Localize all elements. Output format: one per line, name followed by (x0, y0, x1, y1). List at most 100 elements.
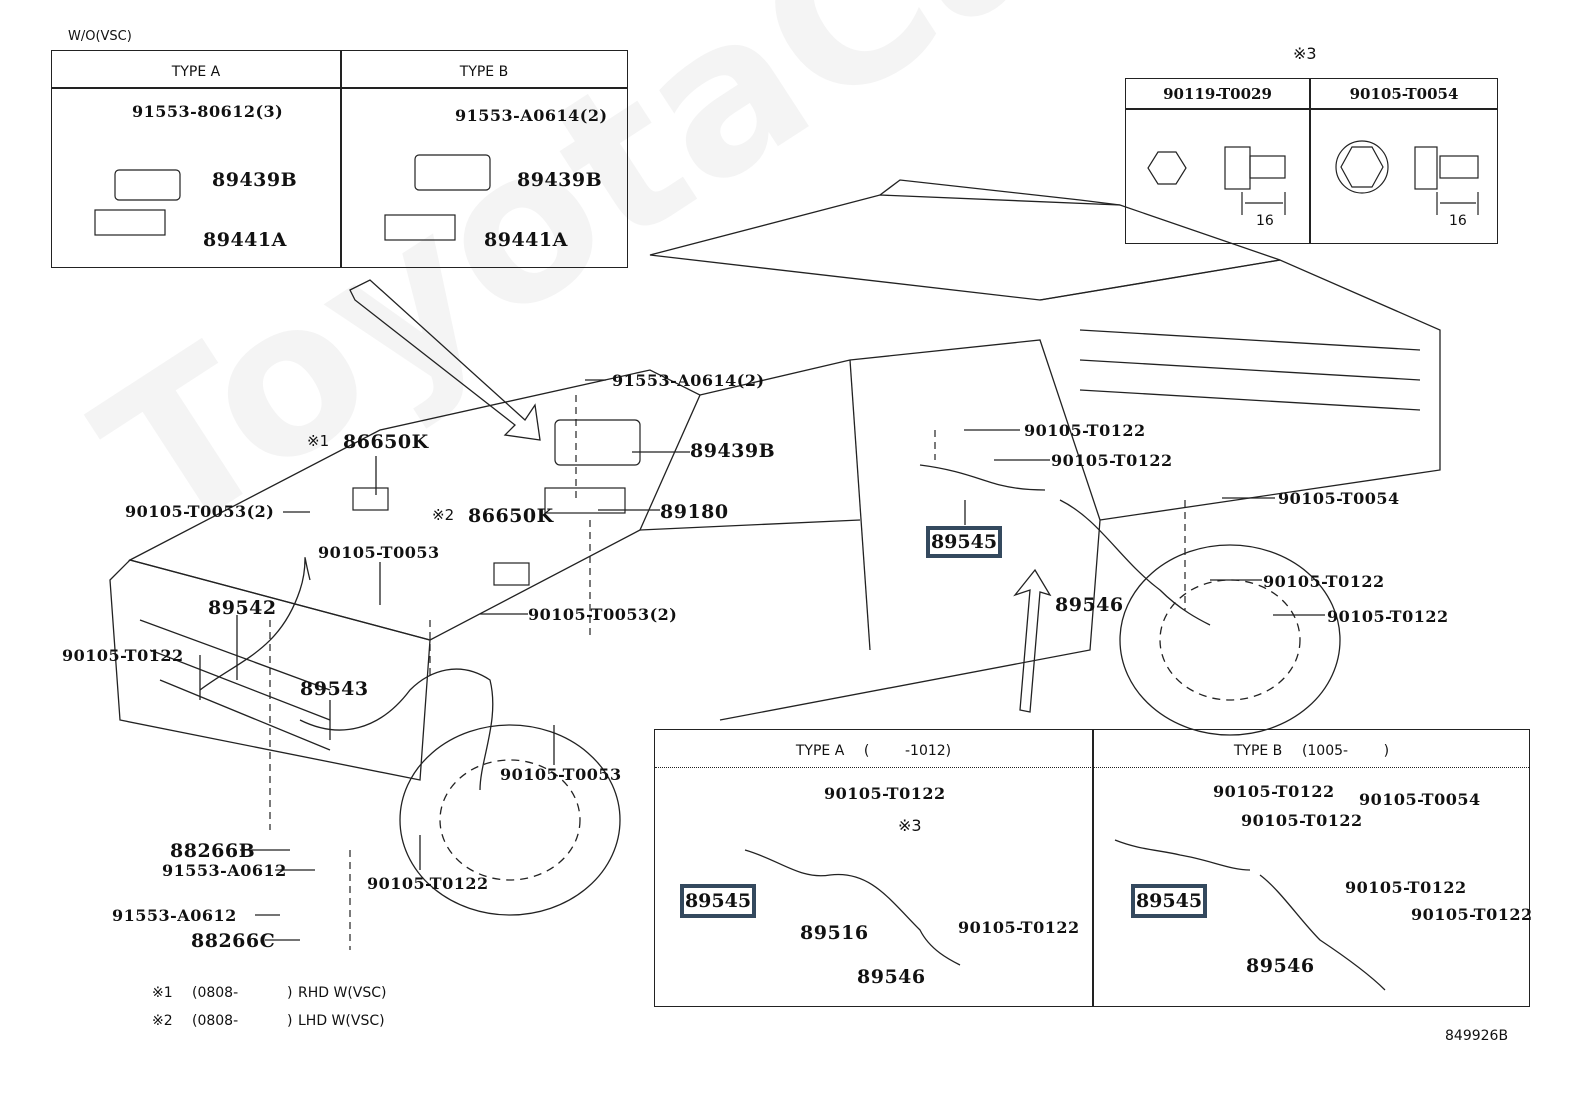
hex-flange-icon (1340, 146, 1384, 188)
fastener-panel: 90119-T0029 90105-T0054 16 16 (1125, 78, 1498, 244)
typea-cover (114, 169, 181, 201)
panel-header-rule (52, 87, 627, 89)
highlighted-part-89545[interactable]: 89545 (680, 884, 756, 918)
dashed-guides (269, 395, 1186, 950)
part-label[interactable]: 89441A (484, 229, 568, 251)
part-label[interactable]: 90105-T0122 (1024, 421, 1146, 440)
truck-cab-side (699, 339, 1101, 721)
fastener-length: 16 (1256, 213, 1274, 229)
fastener-note: ※3 (1293, 44, 1317, 63)
note-mark: ※1 (307, 432, 330, 450)
part-label[interactable]: 90105-T0122 (1241, 811, 1363, 830)
header-type: TYPE A (795, 743, 845, 759)
part-label[interactable]: 90105-T0122 (367, 874, 489, 893)
flange-washer-icon (1335, 140, 1389, 194)
highlighted-part-89545[interactable]: 89545 (1131, 884, 1207, 918)
harness-front-wire (199, 556, 311, 691)
typeb-wire1 (1114, 839, 1251, 871)
part-label[interactable]: 89542 (208, 597, 277, 619)
part-label[interactable]: 91553-80612(3) (132, 102, 284, 121)
part-label[interactable]: 91553-A0612 (162, 861, 287, 880)
note-text: LHD W(VSC) (298, 1013, 385, 1029)
bed-rails (1079, 329, 1421, 411)
part-label[interactable]: 90105-T0054 (1359, 790, 1481, 809)
part-label[interactable]: 89439B (690, 440, 776, 462)
part-label[interactable]: 89543 (300, 678, 369, 700)
rear-wheel (1119, 544, 1341, 736)
type-b-header: TYPE B (459, 64, 509, 80)
part-label[interactable]: 90105-T0122 (1051, 451, 1173, 470)
front-wheel (399, 724, 621, 916)
part-label[interactable]: 89180 (660, 501, 729, 523)
truck-roof (649, 194, 1281, 301)
part-label[interactable]: 86650K (468, 505, 554, 527)
panel-header-rule (1126, 108, 1497, 110)
part-label[interactable]: 90105-T0122 (1213, 782, 1335, 801)
typea-sensor (94, 209, 166, 236)
highlighted-part-89545[interactable]: 89545 (926, 526, 1002, 558)
part-label[interactable]: 90105-T0122 (958, 918, 1080, 937)
part-label[interactable]: 89441A (203, 229, 287, 251)
part-label[interactable]: 88266B (170, 840, 256, 862)
part-label[interactable]: 89546 (1055, 594, 1124, 616)
flange-bolt-shank-icon (1439, 155, 1479, 179)
wo-vsc-panel: TYPE A TYPE B (51, 50, 628, 268)
diagram-code: 849926B (1445, 1028, 1509, 1044)
note-mark: ※1 (152, 985, 173, 1001)
part-label[interactable]: 86650K (343, 431, 429, 453)
part-label[interactable]: 90105-T0122 (62, 646, 184, 665)
truck-bed (1039, 259, 1441, 521)
relay-2 (493, 562, 530, 586)
part-label[interactable]: 88266C (191, 930, 276, 952)
part-label[interactable]: 90105-T0053 (500, 765, 622, 784)
part-label[interactable]: 89516 (800, 922, 869, 944)
part-label[interactable]: 90105-T0053(2) (528, 605, 678, 624)
note-mark: ※2 (432, 506, 455, 524)
fastener-col1-header[interactable]: 90119-T0029 (1163, 85, 1272, 103)
arrow-rear (1013, 568, 1052, 713)
part-label[interactable]: 90105-T0122 (1345, 878, 1467, 897)
part-label[interactable]: 90105-T0054 (1278, 489, 1400, 508)
fastener-col2-header[interactable]: 90105-T0054 (1349, 85, 1459, 103)
harness-fender-wire (299, 668, 494, 791)
typeb-sensor (384, 214, 456, 241)
part-label[interactable]: 90105-T0122 (824, 784, 946, 803)
front-grille (139, 619, 331, 751)
hex-nut-icon (1147, 151, 1187, 185)
front-wheel-inner (439, 759, 581, 881)
bolt-shank-icon (1249, 155, 1286, 179)
note-range: (0808- (192, 1013, 239, 1029)
fastener-length: 16 (1449, 213, 1467, 229)
typeb-cover (414, 154, 491, 191)
panel-header-rule (655, 767, 1529, 769)
rear-wheel-inner (1159, 579, 1301, 701)
panel-divider (1092, 730, 1094, 1006)
main-sensor (544, 487, 626, 514)
panel-divider (1309, 79, 1311, 243)
header-range: ( -1012) (863, 743, 952, 759)
part-label[interactable]: 90105-T0053(2) (125, 502, 275, 521)
relay-1 (352, 487, 389, 511)
truck-front (109, 559, 431, 781)
leaders (199, 379, 1325, 941)
part-label[interactable]: 89439B (517, 169, 603, 191)
note-mark: ※2 (152, 1013, 173, 1029)
door-line-2 (639, 519, 861, 531)
part-label[interactable]: 90105-T0122 (1411, 905, 1533, 924)
part-label[interactable]: 91553-A0614(2) (612, 371, 765, 390)
part-label[interactable]: 89439B (212, 169, 298, 191)
part-label[interactable]: 90105-T0122 (1327, 607, 1449, 626)
arrow-hood (349, 279, 541, 441)
part-label[interactable]: 91553-A0614(2) (455, 106, 608, 125)
part-label[interactable]: 89546 (857, 966, 926, 988)
header-type: TYPE B (1233, 743, 1283, 759)
part-label[interactable]: 89546 (1246, 955, 1315, 977)
part-label[interactable]: 90105-T0053 (318, 543, 440, 562)
part-label[interactable]: 90105-T0122 (1263, 572, 1385, 591)
typeb-wire2 (1259, 874, 1386, 991)
type-a-rear-header: TYPE A ( -1012) (655, 740, 1092, 759)
part-label[interactable]: 91553-A0612 (112, 906, 237, 925)
door-line (849, 359, 871, 651)
note-text: RHD W(VSC) (298, 985, 387, 1001)
